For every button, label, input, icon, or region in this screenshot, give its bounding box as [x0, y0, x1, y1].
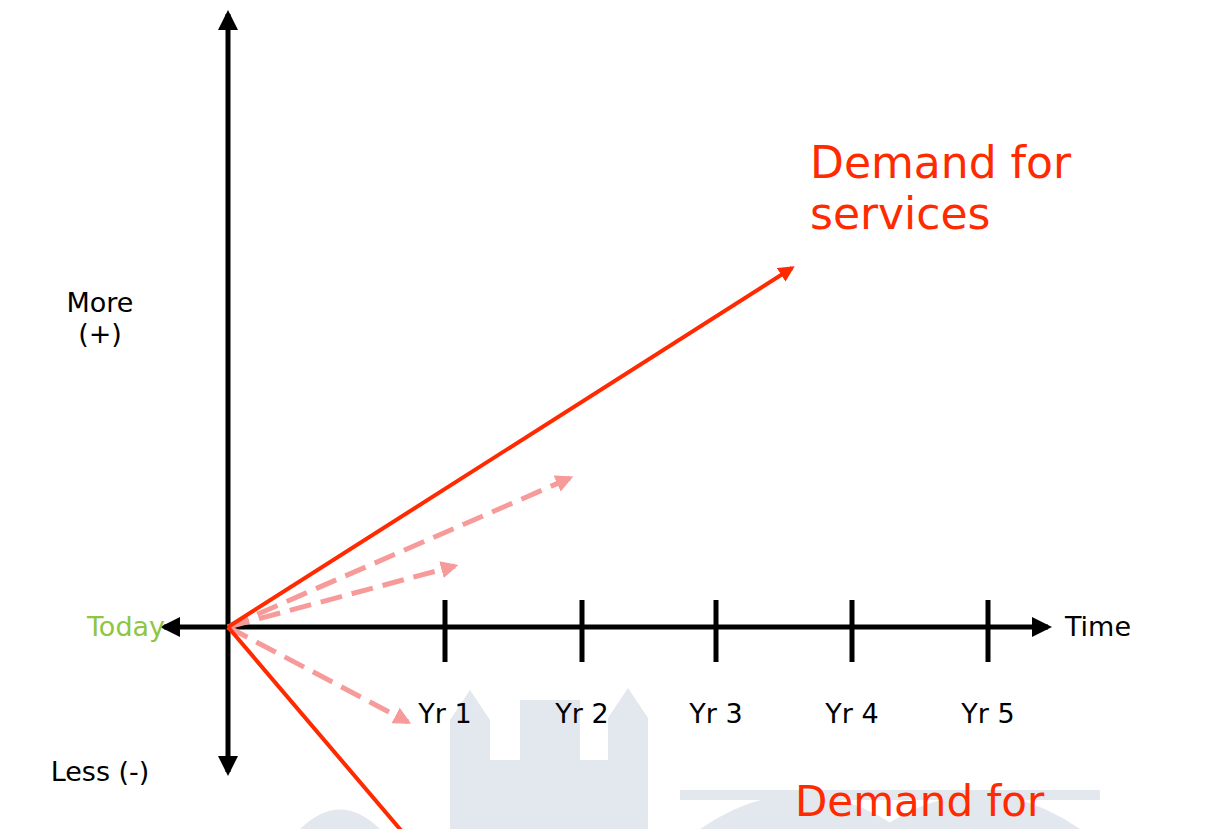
series-label: Demand for: [795, 778, 1044, 826]
tick-label: Yr 3: [689, 698, 742, 729]
origin-label: Today: [87, 611, 165, 642]
tick-label: Yr 5: [961, 698, 1014, 729]
tick-label: Yr 2: [555, 698, 608, 729]
tick-label: Yr 1: [418, 698, 471, 729]
axis-label: Time: [1065, 611, 1131, 642]
axis-label: Less (-): [50, 756, 150, 787]
watermark: [300, 688, 1100, 829]
series-label: Demand for services: [810, 138, 1130, 239]
tick-label: Yr 4: [825, 698, 878, 729]
axis-label: More (+): [50, 287, 150, 349]
trend-lines: [228, 268, 792, 829]
axes: [164, 14, 1048, 772]
